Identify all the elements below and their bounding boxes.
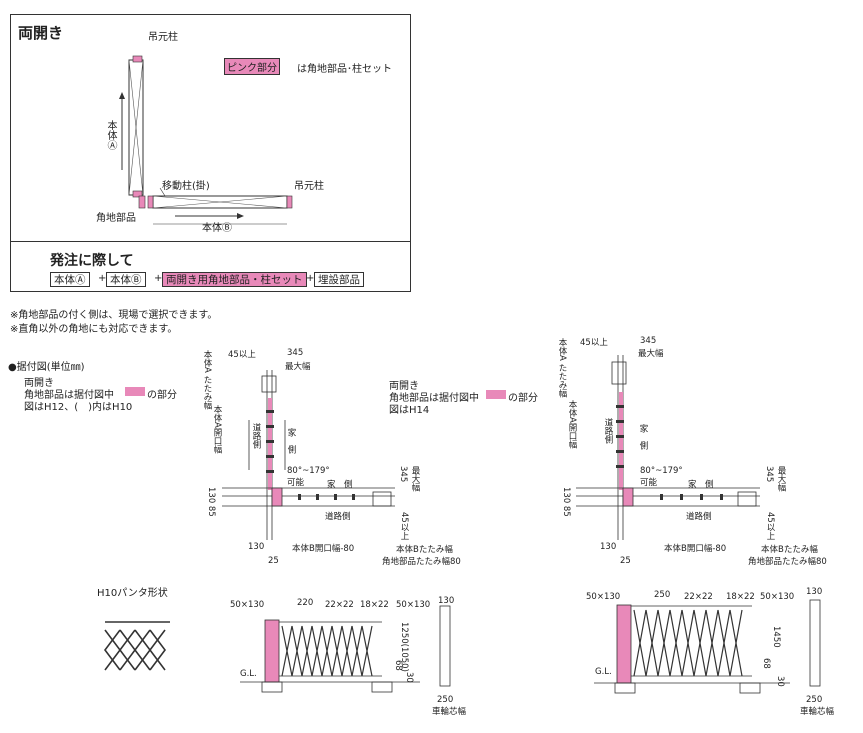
r-dim-345: 345 (640, 336, 657, 346)
dim-130: 130 (248, 542, 265, 552)
r-dim-max: 最大幅 (638, 349, 664, 359)
dim-max: 最大幅 (285, 362, 311, 372)
label-house-side-h: 家 側 (327, 480, 353, 490)
left-desc-2: の部分 (147, 390, 177, 401)
el-l-d5: 50×130 (396, 600, 431, 610)
el-r-d5: 50×130 (760, 592, 795, 602)
right-desc-1: 角地部品は据付図中 (389, 393, 479, 404)
right-pink-swatch (486, 390, 506, 399)
r-dim-open-b: 本体B開口幅-80 (664, 544, 727, 554)
r-dim-130: 130 (600, 542, 617, 552)
el-l-h1: 1250(1050) (399, 622, 409, 672)
box-title: 両開き (18, 24, 64, 42)
box-divider (10, 241, 411, 242)
el-l-h3: 30 (404, 672, 414, 683)
right-desc-2: の部分 (508, 393, 538, 404)
dim-130-85: 130 85 (206, 487, 216, 517)
dim-v-max: 最大幅 (410, 466, 420, 492)
label-hinge-post-top: 吊元柱 (148, 32, 178, 43)
r-label-possible: 可能 (640, 478, 658, 488)
label-angle: 80°~179° (287, 466, 330, 476)
r-dim-fold-b: 本体Bたたみ幅 (761, 545, 818, 555)
dim-25: 25 (268, 556, 279, 566)
gate-diagram-box (10, 14, 411, 292)
dim-corner-fold: 角地部品たたみ幅80 (382, 557, 461, 567)
r-dim-fold-a: 本体A たたみ幅 (557, 338, 567, 398)
note-2: ※直角以外の角地にも対応できます。 (10, 324, 178, 335)
r-dim-130-85: 130 85 (561, 487, 571, 517)
plus-1: + (98, 273, 107, 284)
el-r-post: 130 (806, 587, 823, 597)
legend-text: は角地部品･柱セット (297, 64, 392, 75)
el-l-d3: 22×22 (325, 600, 354, 610)
label-possible: 可能 (287, 478, 305, 488)
r-dim-v345: 345 (764, 466, 774, 483)
order-item-corner-set: 両開き用角地部品・柱セット (162, 272, 307, 287)
order-title: 発注に際して (50, 253, 134, 269)
dim-345: 345 (287, 348, 304, 358)
dim-open-b: 本体B開口幅-80 (292, 544, 355, 554)
label-hinge-post-right: 吊元柱 (294, 181, 324, 192)
r-label-road-v: 道路側 (603, 418, 613, 444)
dim-fold-a: 本体A たたみ幅 (202, 350, 212, 410)
label-body-b: 本体Ⓑ (202, 223, 232, 234)
r-dim-open-a: 本体A開口幅 (567, 400, 577, 449)
el-r-h2: 68 (761, 658, 771, 669)
r-dim-45: 45以上 (580, 338, 608, 348)
el-r-wheel: 250 (806, 695, 823, 705)
dim-v345: 345 (398, 466, 408, 483)
label-road-side-h: 道路側 (325, 512, 351, 522)
label-road-side-v: 道路側 (251, 423, 261, 449)
note-1: ※角地部品の付く側は、現場で選択できます。 (10, 310, 218, 321)
order-item-embedded: 埋設部品 (314, 272, 364, 287)
dim-v45: 45以上 (399, 512, 409, 540)
el-l-gl: G.L. (240, 669, 257, 679)
left-pink-swatch (125, 387, 145, 396)
left-desc-1: 角地部品は据付図中 (24, 390, 114, 401)
r-label-road-h: 道路側 (686, 512, 712, 522)
label-corner-part: 角地部品 (96, 213, 136, 224)
el-l-h2: 68 (393, 660, 403, 671)
r-dim-v45: 45以上 (765, 512, 775, 540)
left-desc-0: 両開き (24, 378, 54, 389)
order-item-body-a: 本体Ⓐ (50, 272, 90, 287)
el-l-wheel-label: 車輪芯幅 (432, 707, 467, 717)
plan-heading: ●据付図(単位㎜) (8, 362, 85, 373)
plus-2: + (154, 273, 163, 284)
el-l-d4: 18×22 (360, 600, 389, 610)
left-desc-3: 図はH12、( )内はH10 (24, 402, 133, 413)
dim-fold-b: 本体Bたたみ幅 (396, 545, 453, 555)
right-desc-3: 図はH14 (389, 405, 430, 416)
el-l-d2: 220 (297, 598, 314, 608)
legend-pink-chip: ピンク部分 (224, 58, 280, 75)
plus-3: + (306, 273, 315, 284)
el-r-wheel-label: 車輪芯幅 (800, 707, 835, 717)
dim-open-a: 本体A開口幅 (212, 405, 222, 454)
el-r-d4: 18×22 (726, 592, 755, 602)
label-body-a: 本体Ⓐ (105, 120, 116, 150)
el-r-h1: 1450 (771, 626, 781, 648)
dim-45: 45以上 (228, 350, 256, 360)
r-dim-corner-fold: 角地部品たたみ幅80 (748, 557, 827, 567)
r-label-house-v: 家 側 (638, 424, 648, 450)
r-dim-25: 25 (620, 556, 631, 566)
el-l-wheel: 250 (437, 695, 454, 705)
el-r-d2: 250 (654, 590, 671, 600)
r-dim-v-max: 最大幅 (776, 466, 786, 492)
pattern-title: H10パンタ形状 (97, 588, 168, 599)
r-label-angle: 80°~179° (640, 466, 683, 476)
el-r-h3: 30 (775, 676, 785, 687)
el-r-d1: 50×130 (586, 592, 621, 602)
r-label-house-h: 家 側 (688, 480, 714, 490)
el-l-d1: 50×130 (230, 600, 265, 610)
right-desc-0: 両開き (389, 381, 419, 392)
el-r-d3: 22×22 (684, 592, 713, 602)
label-moving-post: 移動柱(掛) (162, 181, 210, 192)
el-l-post: 130 (438, 596, 455, 606)
label-house-side-v: 家 側 (286, 428, 296, 454)
el-r-gl: G.L. (595, 667, 612, 677)
order-item-body-b: 本体Ⓑ (106, 272, 146, 287)
